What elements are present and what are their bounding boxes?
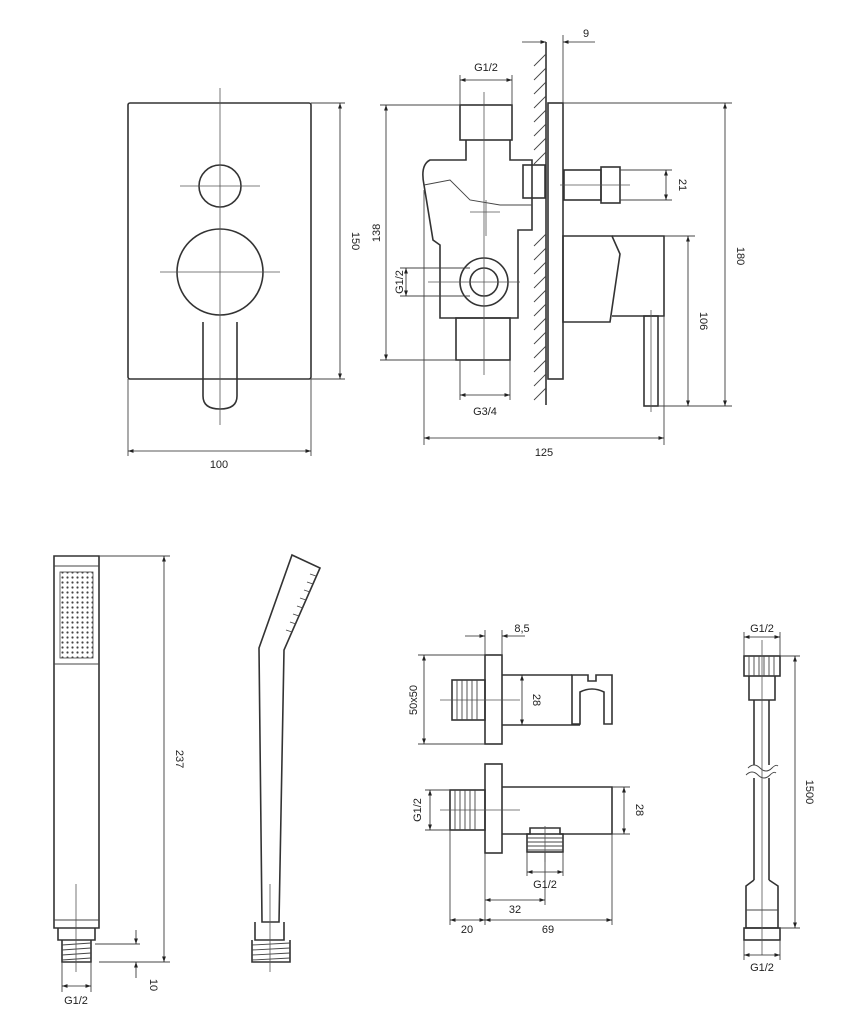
dim-total-height: 180 — [734, 247, 746, 265]
dim-side-port: G1/2 — [394, 270, 406, 294]
dim-cover-height: 150 — [349, 232, 361, 250]
dim-outlet-bottom: G3/4 — [473, 406, 497, 418]
dim-handshower-thread: G1/2 — [64, 995, 88, 1007]
dim-flange-size: 50x50 — [408, 685, 420, 715]
shower-hose — [743, 632, 800, 960]
dim-elbow-dia: 28 — [633, 804, 645, 816]
dim-flange-thickness: 8,5 — [514, 623, 529, 635]
dim-holder-dia: 28 — [530, 694, 542, 706]
dim-inlet-top: G1/2 — [474, 62, 498, 74]
dim-body-height: 138 — [371, 224, 383, 242]
dim-hose-length: 1500 — [803, 780, 815, 804]
dim-wall-offset: 9 — [583, 28, 589, 40]
mixer-side-view — [380, 35, 732, 445]
dim-elbow-offset: 32 — [509, 904, 521, 916]
dim-depth: 125 — [535, 447, 553, 459]
dim-handshower-length: 237 — [173, 750, 185, 768]
handshower-side-view — [251, 553, 322, 972]
dim-elbow-thread-len: 20 — [461, 924, 473, 936]
dim-hose-top: G1/2 — [750, 623, 774, 635]
dim-button-dia: 21 — [676, 179, 688, 191]
dim-handshower-thread-len: 10 — [147, 979, 159, 991]
cover-plate-front-view — [127, 88, 345, 456]
dim-hose-bottom: G1/2 — [750, 962, 774, 974]
handshower-front-view — [53, 555, 170, 992]
wall-elbow — [425, 763, 630, 925]
dim-elbow-inlet: G1/2 — [412, 798, 424, 822]
wall-holder — [418, 630, 613, 745]
dim-elbow-length: 69 — [542, 924, 554, 936]
dim-cover-width: 100 — [210, 459, 228, 471]
dim-lever-height: 106 — [697, 312, 709, 330]
dim-elbow-outlet: G1/2 — [533, 879, 557, 891]
